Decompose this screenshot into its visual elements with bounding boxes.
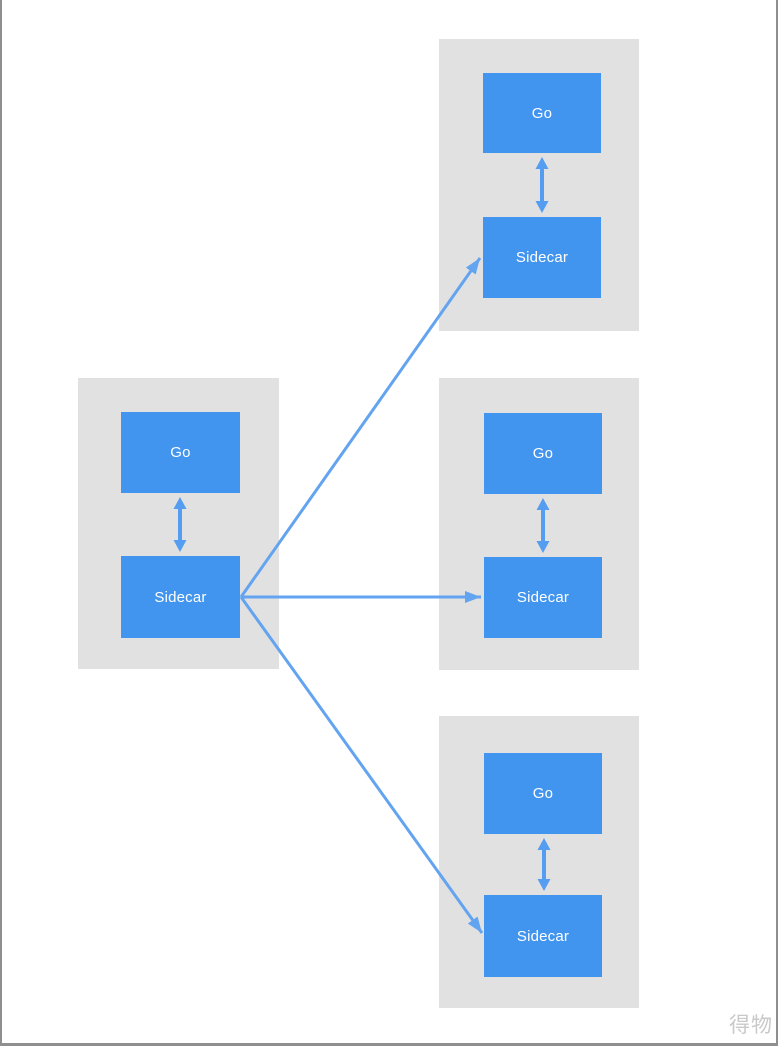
watermark: 得物 <box>729 1014 773 1037</box>
node-bottom-right-go: Go <box>484 753 602 834</box>
node-middle-right-sidecar: Sidecar <box>484 557 602 638</box>
node-left-sidecar: Sidecar <box>121 556 240 638</box>
node-top-right-go: Go <box>483 73 601 153</box>
node-middle-right-go: Go <box>484 413 602 494</box>
node-bottom-right-sidecar: Sidecar <box>484 895 602 977</box>
node-top-right-sidecar: Sidecar <box>483 217 601 298</box>
node-left-go: Go <box>121 412 240 493</box>
